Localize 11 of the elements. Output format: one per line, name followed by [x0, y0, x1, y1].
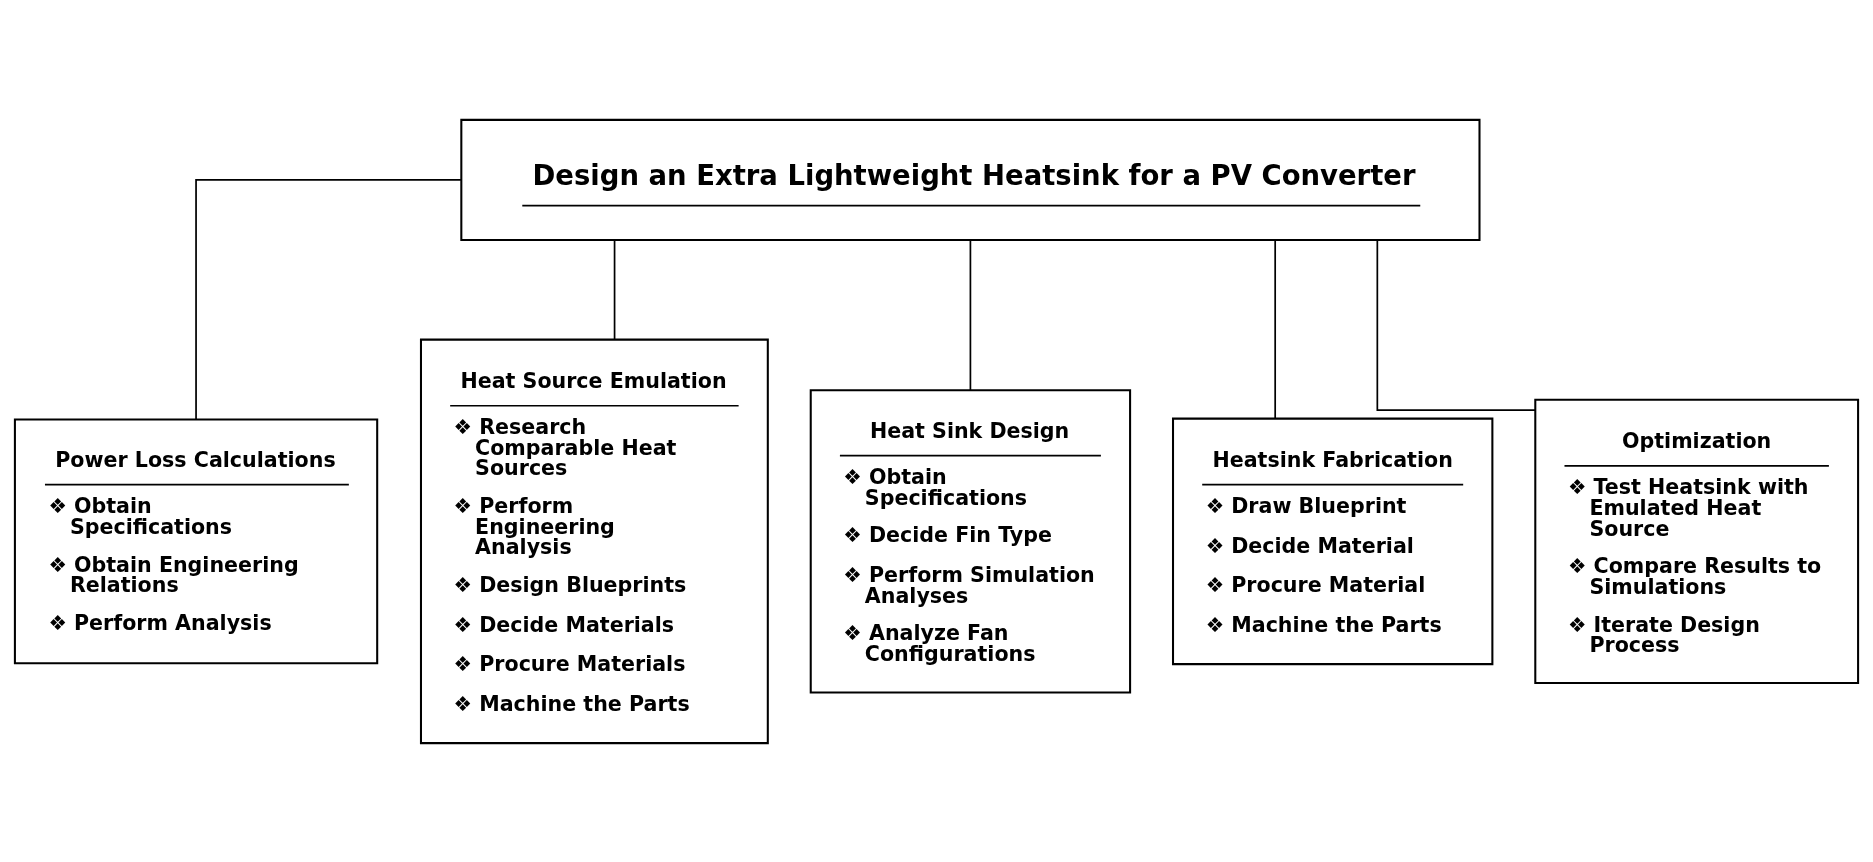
node-box: Heat Sink Design ❖ Obtain Specifications ❖ Decide Fin Type ❖ Perform Simulation Analyses ❖ Analyze Fan Configurations — [809, 388, 1132, 693]
node-box: Heat Source Emulation ❖ Research Comparable Heat Sources ❖ Perform Engineering Analysis ❖ Design Blueprints ❖ Decide Materials ❖ Procure Materials ❖ Machine the Parts — [419, 338, 769, 744]
connector — [969, 239, 972, 391]
connector — [613, 239, 616, 340]
connector — [1376, 239, 1536, 411]
node-box: Power Loss Calculations ❖ Obtain Specifications ❖ Obtain Engineering Relations ❖ Perform Analysis — [13, 417, 379, 664]
node-box: Optimization ❖ Test Heatsink with Emulated Heat Source ❖ Compare Results to Simulations ❖ Iterate Design Process — [1534, 398, 1860, 684]
node-box: Design an Extra Lightweight Heatsink for a PV Converter — [460, 118, 1481, 241]
node-box: Heatsink Fabrication ❖ Draw Blueprint ❖ Decide Material ❖ Procure Material ❖ Machine the Parts — [1172, 417, 1494, 665]
connector — [1274, 239, 1277, 419]
connector — [195, 178, 462, 420]
